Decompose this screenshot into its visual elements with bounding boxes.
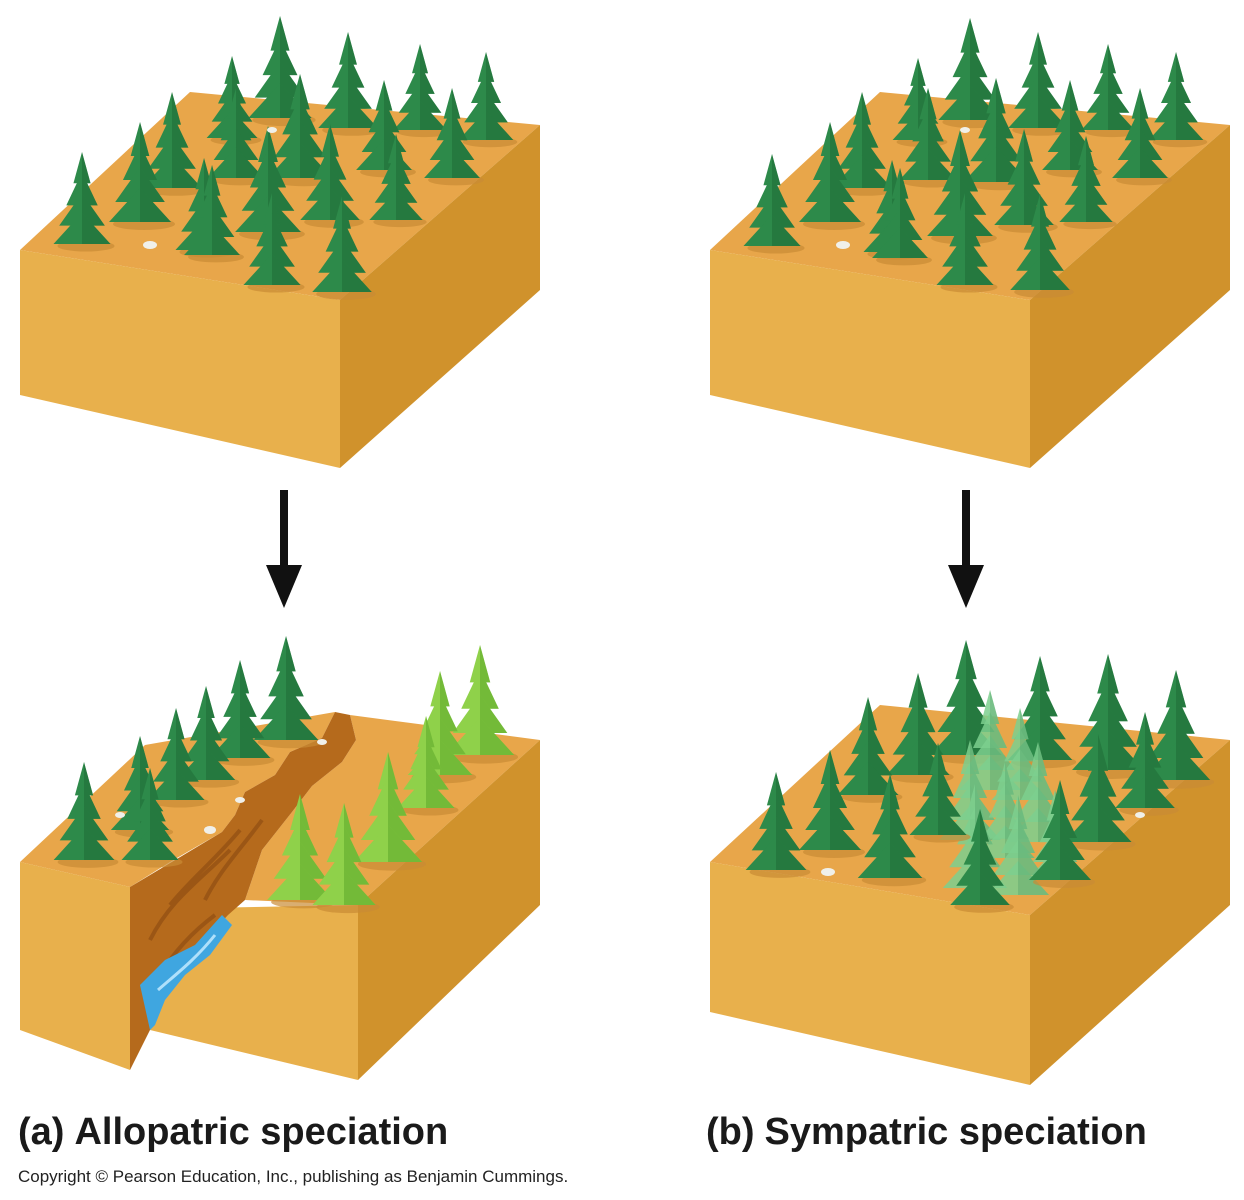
- rock-icon: [143, 241, 157, 249]
- conifer-tree-icon: [142, 92, 206, 196]
- rock-icon: [821, 868, 835, 876]
- rock-icon: [115, 812, 125, 818]
- conifer-tree-icon: [1081, 44, 1139, 138]
- conifer-tree-icon: [1007, 656, 1077, 769]
- block-front: [20, 862, 130, 1070]
- conifer-tree-icon: [369, 134, 427, 228]
- tree-group-b-after-front: [745, 712, 1179, 913]
- conifer-tree-icon: [393, 44, 451, 138]
- tree-group-a-after-light: [267, 645, 519, 914]
- conifer-tree-icon: [745, 772, 811, 878]
- conifer-tree-icon: [147, 708, 209, 808]
- tree-group-b-after-back: [837, 640, 1215, 803]
- block-side: [358, 740, 540, 1080]
- down-arrow-icon: [266, 490, 302, 608]
- caption-sympatric: (b)Sympatric speciation: [706, 1113, 1147, 1151]
- conifer-tree-icon: [857, 774, 927, 887]
- conifer-tree-icon: [950, 809, 1014, 913]
- block-front: [710, 250, 1030, 468]
- conifer-tree-icon: [837, 697, 903, 803]
- panel-letter: (b): [706, 1111, 755, 1153]
- conifer-tree-icon: [312, 196, 376, 300]
- conifer-tree-icon: [872, 168, 932, 266]
- conifer-tree-icon: [1115, 712, 1179, 816]
- conifer-tree-icon: [987, 795, 1049, 895]
- conifer-tree-icon: [1008, 32, 1072, 136]
- block-a-after: [20, 636, 540, 1080]
- conifer-tree-icon: [1148, 52, 1208, 148]
- panel-title: Sympatric speciation: [764, 1111, 1147, 1153]
- caption-allopatric: (a)Allopatric speciation: [18, 1113, 448, 1151]
- conifer-tree-icon: [312, 803, 380, 914]
- panel-title: Allopatric speciation: [74, 1111, 449, 1153]
- block-side: [1030, 125, 1230, 468]
- tree-group-a-before: [53, 16, 518, 300]
- conifer-tree-icon: [318, 32, 382, 136]
- conifer-tree-icon: [832, 92, 896, 196]
- tree-group-a-after-dark: [53, 636, 323, 868]
- conifer-tree-icon: [267, 794, 337, 909]
- conifer-tree-icon: [253, 636, 323, 749]
- block-a-before: [20, 16, 540, 468]
- block-b-before: [710, 18, 1230, 468]
- panel-letter: (a): [18, 1111, 65, 1153]
- conifer-tree-icon: [209, 660, 275, 766]
- block-side: [340, 125, 540, 468]
- conifer-tree-icon: [1029, 780, 1095, 888]
- conifer-tree-icon: [899, 88, 961, 188]
- block-side: [1030, 740, 1230, 1085]
- conifer-tree-icon: [743, 154, 805, 254]
- conifer-tree-icon: [909, 743, 971, 843]
- conifer-tree-icon: [799, 750, 865, 858]
- rock-icon: [1135, 812, 1145, 818]
- rock-icon: [267, 127, 277, 133]
- conifer-tree-icon: [424, 88, 484, 186]
- rock-icon: [960, 127, 970, 133]
- rock-icon: [235, 797, 245, 803]
- conifer-tree-icon: [397, 716, 459, 816]
- conifer-tree-icon: [53, 762, 119, 868]
- conifer-tree-icon: [353, 752, 427, 871]
- conifer-tree-icon: [458, 52, 518, 148]
- block-b-after: [710, 640, 1230, 1085]
- rock-icon: [204, 826, 216, 834]
- conifer-tree-icon: [1072, 654, 1148, 779]
- down-arrow-icon: [948, 490, 984, 608]
- rock-icon: [836, 241, 850, 249]
- block-front: [20, 250, 340, 468]
- tree-group-b-before: [743, 18, 1208, 298]
- conifer-tree-icon: [799, 122, 865, 230]
- conifer-tree-icon: [1112, 88, 1172, 186]
- conifer-tree-icon: [1059, 136, 1117, 230]
- rock-icon: [317, 739, 327, 745]
- conifer-tree-icon: [109, 122, 175, 230]
- conifer-tree-icon: [208, 88, 268, 186]
- canyon-shading: [148, 818, 264, 977]
- conifer-tree-icon: [1010, 194, 1074, 298]
- conifer-tree-icon: [267, 74, 337, 187]
- copyright-notice: Copyright © Pearson Education, Inc., pub…: [18, 1167, 569, 1186]
- conifer-tree-icon: [184, 165, 244, 263]
- conifer-tree-icon: [1064, 734, 1136, 851]
- conifer-tree-icon: [243, 193, 305, 293]
- block-front: [710, 862, 1030, 1085]
- conifer-tree-icon: [121, 768, 183, 868]
- conifer-tree-icon: [936, 193, 998, 293]
- conifer-tree-icon: [445, 645, 519, 764]
- conifer-tree-icon: [53, 152, 115, 252]
